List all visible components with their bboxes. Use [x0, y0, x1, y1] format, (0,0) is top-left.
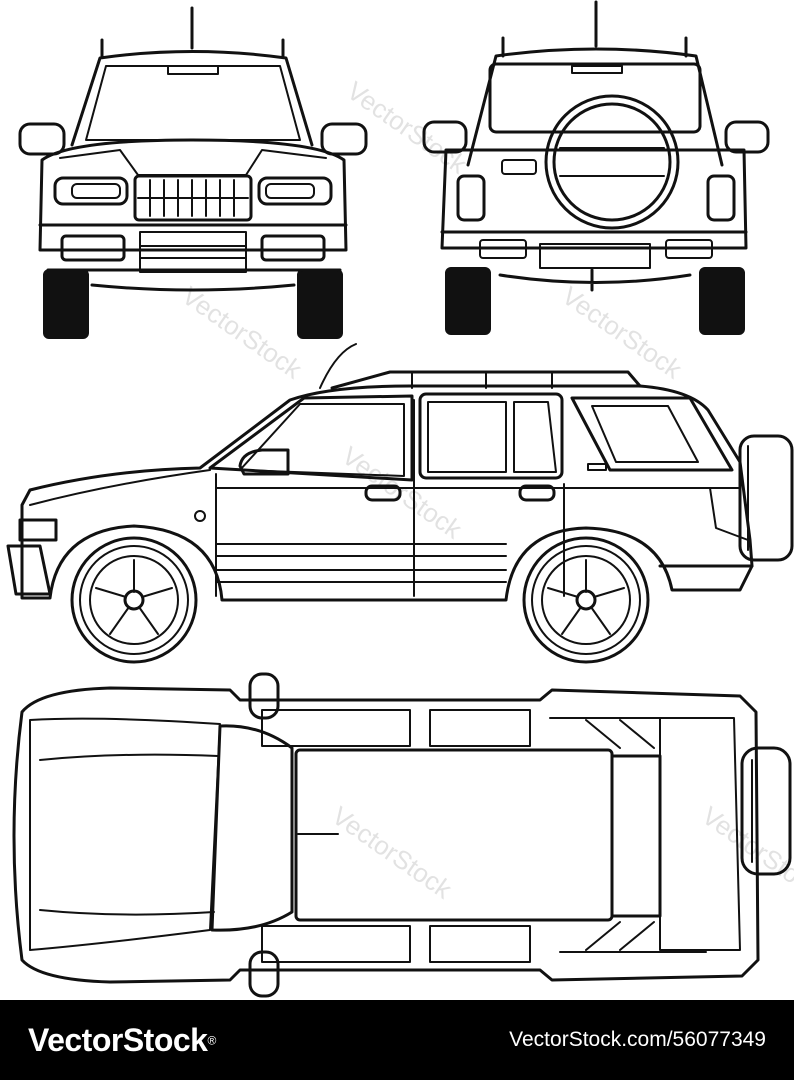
watermark-text: VectorStock: [697, 800, 794, 905]
top-view: [12, 672, 792, 998]
brand-name: VectorStock: [28, 1021, 208, 1058]
image-id-label: VectorStock.com/56077349: [509, 1028, 766, 1051]
watermark-text: VectorStock: [177, 280, 309, 385]
suv-blueprint-canvas: VectorStock VectorStock VectorStock Vect…: [6, 0, 794, 998]
registered-mark: ®: [207, 1033, 217, 1048]
front-view: [18, 6, 368, 339]
watermark-text: VectorStock: [557, 280, 689, 385]
rear-view: [422, 0, 770, 335]
brand-logo: VectorStock®: [28, 1022, 216, 1059]
footer-bar: VectorStock® VectorStock.com/56077349: [0, 1000, 794, 1080]
watermark-text: VectorStock: [342, 75, 474, 180]
watermark-text: VectorStock: [327, 800, 459, 905]
watermark-text: VectorStock: [337, 440, 469, 545]
side-view: [6, 343, 794, 664]
